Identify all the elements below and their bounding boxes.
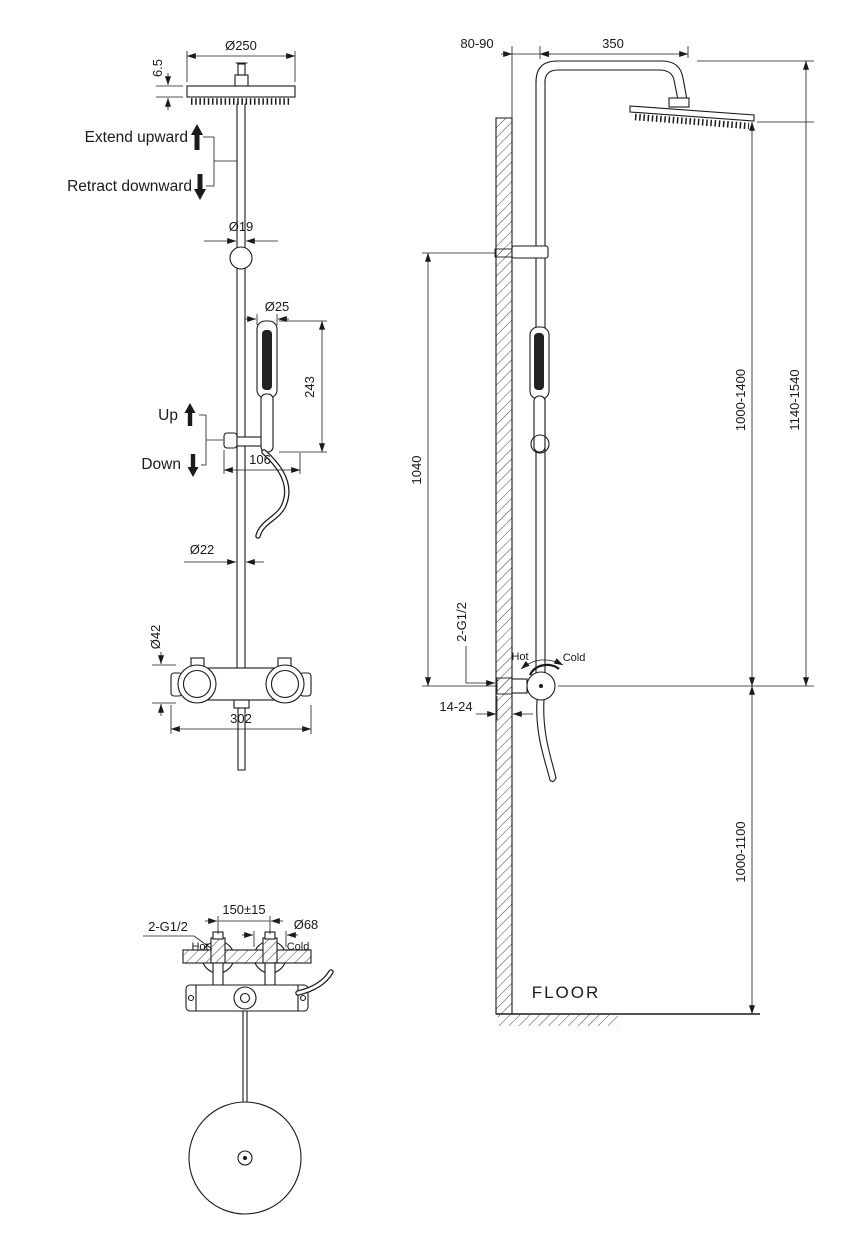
wall-anchor: [494, 248, 513, 258]
side-view: 80-90 350 1140-1540 1000-1400 1040: [409, 36, 814, 1026]
up-down-callout: Up Down: [141, 403, 223, 477]
dim-text: 1040: [409, 456, 424, 485]
shower-head-side: [629, 105, 755, 122]
dim-text: Ø68: [294, 917, 319, 932]
dim-text: Ø250: [225, 38, 257, 53]
dim-handshower-length: 243: [279, 320, 327, 453]
holder-ring-side: [530, 434, 550, 454]
head-connector-side: [668, 97, 690, 108]
handshower-spray-face: [262, 330, 272, 390]
dim-valve-diameter: Ø42: [148, 625, 176, 716]
shower-head-front: [186, 85, 296, 98]
up-arrow-icon: [184, 403, 196, 426]
wall-bracket: [511, 245, 549, 259]
dim-handshower-diameter: Ø25: [245, 299, 289, 325]
dim-valve-to-floor: 1000-1100: [733, 685, 755, 1015]
dim-text: 6.5: [150, 59, 165, 77]
dim-bracket-height: 1040: [409, 252, 497, 687]
dim-holder-offset: 106: [223, 450, 301, 474]
up-arrow-icon: [191, 124, 203, 150]
up-label: Up: [158, 407, 178, 424]
rotation-arrow: [520, 658, 564, 670]
dim-text: 80-90: [460, 36, 493, 51]
dim-text: 243: [302, 376, 317, 398]
hose-side: [536, 699, 551, 781]
dim-escutcheon: Ø68: [242, 917, 318, 947]
dim-arm-length: 350: [539, 36, 689, 58]
dim-wall-offset: 80-90: [460, 36, 551, 118]
dim-upper-pipe: Ø19: [204, 219, 278, 244]
down-label: Down: [141, 456, 181, 473]
floor-hatch: [498, 1015, 618, 1026]
dim-text: Ø19: [229, 219, 254, 234]
shower-arm: [535, 60, 688, 101]
dim-text: Ø22: [190, 542, 215, 557]
dim-text: 1140-1540: [787, 369, 802, 430]
down-arrow-icon: [187, 454, 199, 477]
dim-text: 1000-1100: [733, 821, 748, 882]
dim-text: 106: [249, 452, 271, 467]
supply-stub: [496, 677, 513, 695]
head-connector: [234, 74, 249, 87]
valve-inlet-side: [511, 678, 528, 694]
dim-text: 14-24: [439, 699, 472, 714]
dim-text: 150±15: [222, 902, 265, 917]
extend-label: Extend upward: [85, 129, 188, 146]
dim-valve-width: 302: [170, 705, 312, 734]
outlet-top: [233, 986, 257, 1010]
dim-text: 1000-1400: [733, 369, 748, 431]
thread-callout-side: 2-G1/2: [454, 602, 496, 686]
dim-riser-height: 1000-1400: [733, 121, 814, 687]
thread-label: 2-G1/2: [148, 919, 188, 934]
cold-label: Cold: [563, 652, 586, 664]
extend-retract-callout: Extend upward Retract downward: [67, 124, 237, 200]
dim-text: Ø25: [265, 299, 290, 314]
top-view: 150±15 2-G1/2 Ø68 Hot Cold: [143, 902, 334, 1215]
slider-ring: [229, 246, 253, 270]
floor-label: FLOOR: [532, 983, 601, 1002]
retract-label: Retract downward: [67, 178, 192, 195]
hot-label: Hot: [191, 941, 208, 953]
valve-lever-top: [295, 969, 334, 996]
dim-head-diameter: Ø250: [186, 38, 296, 82]
thread-callout: 2-G1/2: [143, 919, 213, 950]
dim-text: Ø42: [148, 625, 163, 650]
dim-inlet-spacing: 150±15: [205, 902, 283, 934]
valve-outlet: [233, 699, 250, 709]
dim-lower-pipe: Ø22: [184, 542, 264, 565]
handshower-holder: [223, 432, 238, 449]
dim-total-height: 1140-1540: [558, 60, 814, 687]
dim-text: 350: [602, 36, 624, 51]
dim-head-thickness: 6.5: [150, 59, 183, 110]
thread-label: 2-G1/2: [454, 602, 469, 642]
front-view: Ø250 6.5 Extend upward Retract downward …: [67, 38, 327, 771]
dim-wall-depth: 14-24: [439, 696, 533, 720]
dim-text: 302: [230, 711, 252, 726]
wall-hatch: [496, 118, 512, 1014]
cold-label: Cold: [287, 941, 310, 953]
hot-label: Hot: [511, 651, 528, 663]
down-arrow-icon: [194, 174, 206, 200]
